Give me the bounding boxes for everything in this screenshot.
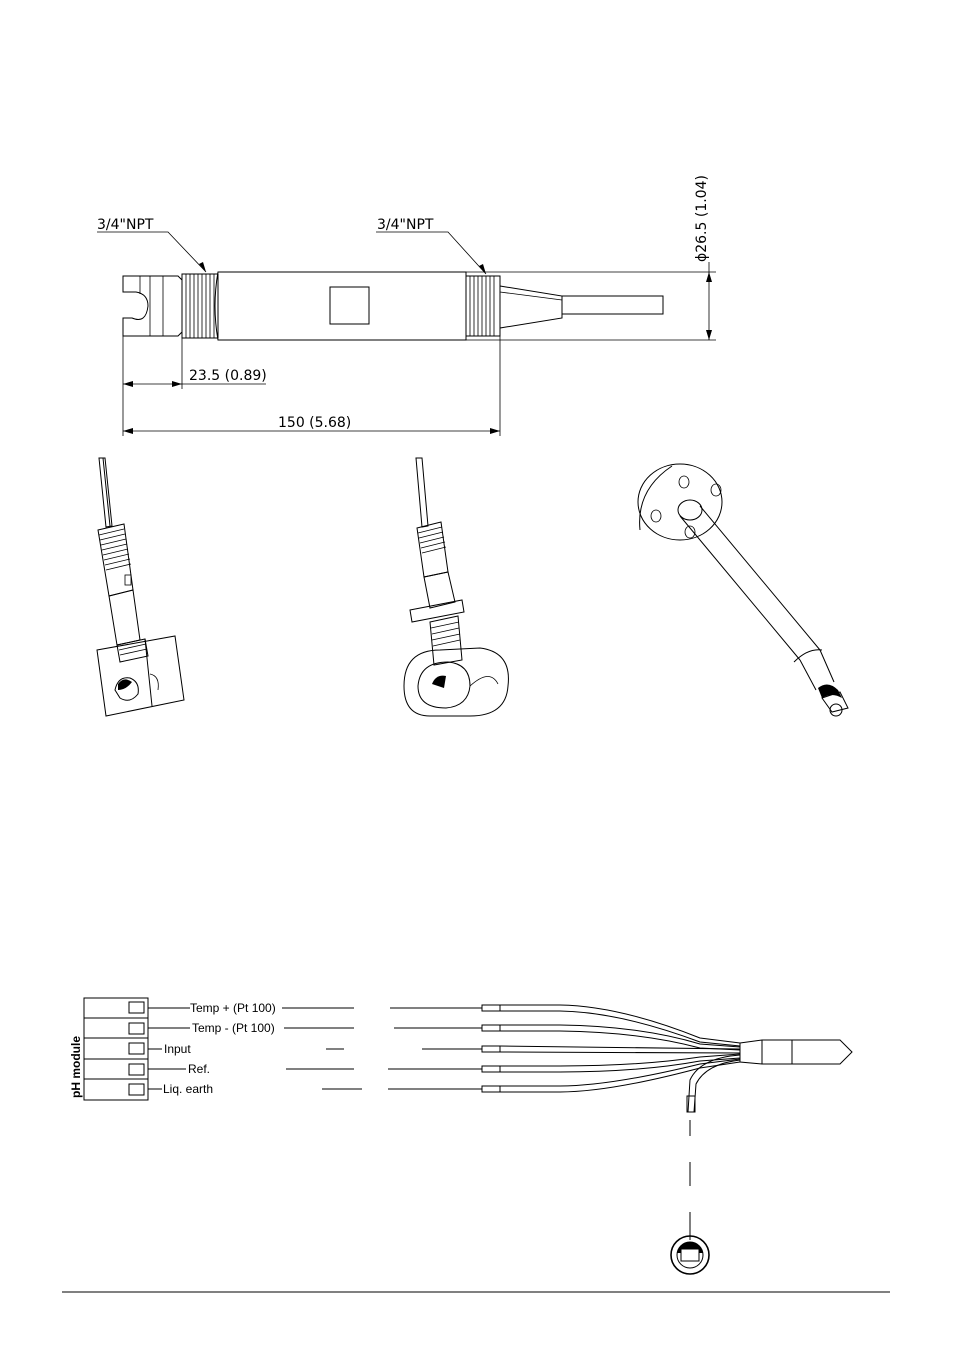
left-thread-label: 3/4"NPT [97,217,154,233]
sensor-perspective-view-3-flange [638,464,848,716]
terminal-label-liq-earth: Liq. earth [163,1082,213,1096]
right-thread-hatching [470,276,494,336]
terminal-label-input: Input [164,1042,191,1056]
terminal-label-temp-plus: Temp + (Pt 100) [190,1001,276,1015]
left-thread-hatching [186,274,214,338]
label-window [330,287,369,324]
diameter-label: ϕ26.5 (1.04) [694,175,710,262]
wiring-diagram [84,998,852,1274]
sensor-perspective-view-1 [97,458,184,716]
sensor-perspective-view-2 [404,458,508,716]
right-thread-label: 3/4"NPT [377,217,434,233]
overall-length-label: 150 (5.68) [278,415,351,431]
tip-length-label: 23.5 (0.89) [189,368,267,384]
terminal-label-temp-minus: Temp - (Pt 100) [192,1021,275,1035]
module-label: pH module [69,1036,83,1098]
terminal-label-ref: Ref. [188,1062,210,1076]
wire-ends [482,1005,500,1092]
sensor-side-view [97,232,716,436]
